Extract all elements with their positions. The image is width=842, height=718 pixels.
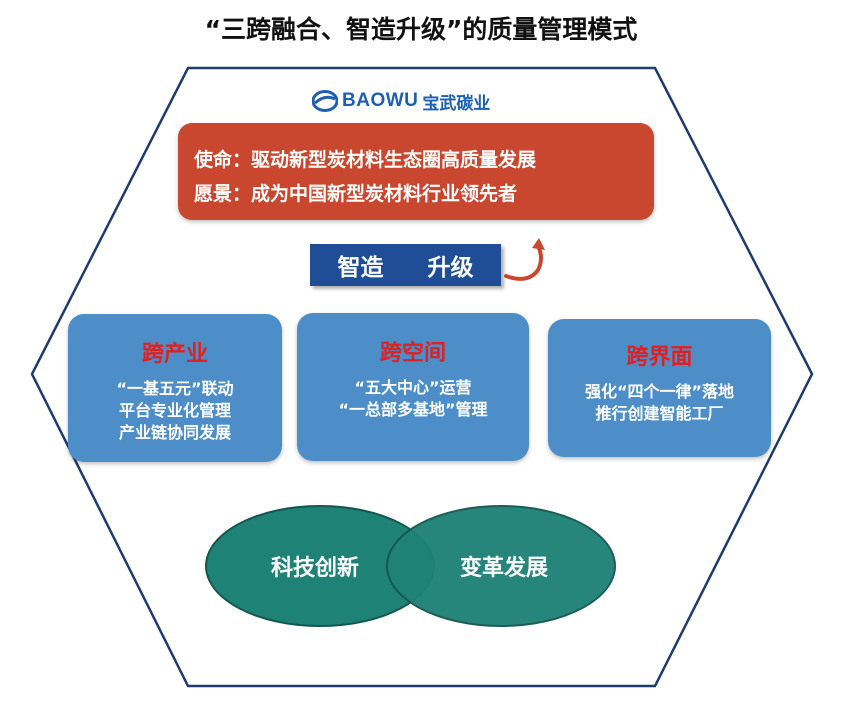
vision-text: 愿景：成为中国新型炭材料行业领先者 [194,183,518,205]
cross-industry-card: 跨产业 “一基五元”联动 平台专业化管理 产业链协同发展 [68,314,282,462]
baowu-logo-icon [312,90,338,112]
logo-brand-text: BAOWU [342,90,419,111]
upgrade-left-text: 智造 [337,255,384,281]
ellipse-label: 科技创新 [270,556,359,581]
curved-arrow-icon [504,238,545,281]
cross-interface-card: 跨界面 强化“四个一律”落地 推行创建智能工厂 [548,319,771,457]
upgrade-right-text: 升级 [427,255,474,281]
card-heading: 跨界面 [626,345,693,370]
reform-development-ellipse: 变革发展 [386,505,616,627]
card-line: 产业链协同发展 [118,423,231,442]
company-logo: BAOWU 宝武碳业 [312,88,490,114]
card-heading: 跨空间 [379,341,446,366]
card-line: “一基五元”联动 [116,379,234,398]
card-line: “五大中心”运营 [354,378,472,397]
card-line: 推行创建智能工厂 [595,404,724,423]
card-line: 强化“四个一律”落地 [584,382,735,401]
card-heading: 跨产业 [141,342,208,367]
card-line: 平台专业化管理 [118,401,231,420]
mission-vision-box: 使命：驱动新型炭材料生态圈高质量发展 愿景：成为中国新型炭材料行业领先者 [178,123,654,220]
page-title: “三跨融合、智造升级”的质量管理模式 [204,15,638,44]
mission-text: 使命：驱动新型炭材料生态圈高质量发展 [194,149,537,171]
smart-upgrade-banner: 智造 升级 [310,244,501,286]
cross-space-card: 跨空间 “五大中心”运营 “一总部多基地”管理 [297,313,529,461]
logo-chinese-name: 宝武碳业 [422,93,491,114]
card-line: “一总部多基地”管理 [338,400,488,419]
ellipse-label: 变革发展 [459,556,548,581]
